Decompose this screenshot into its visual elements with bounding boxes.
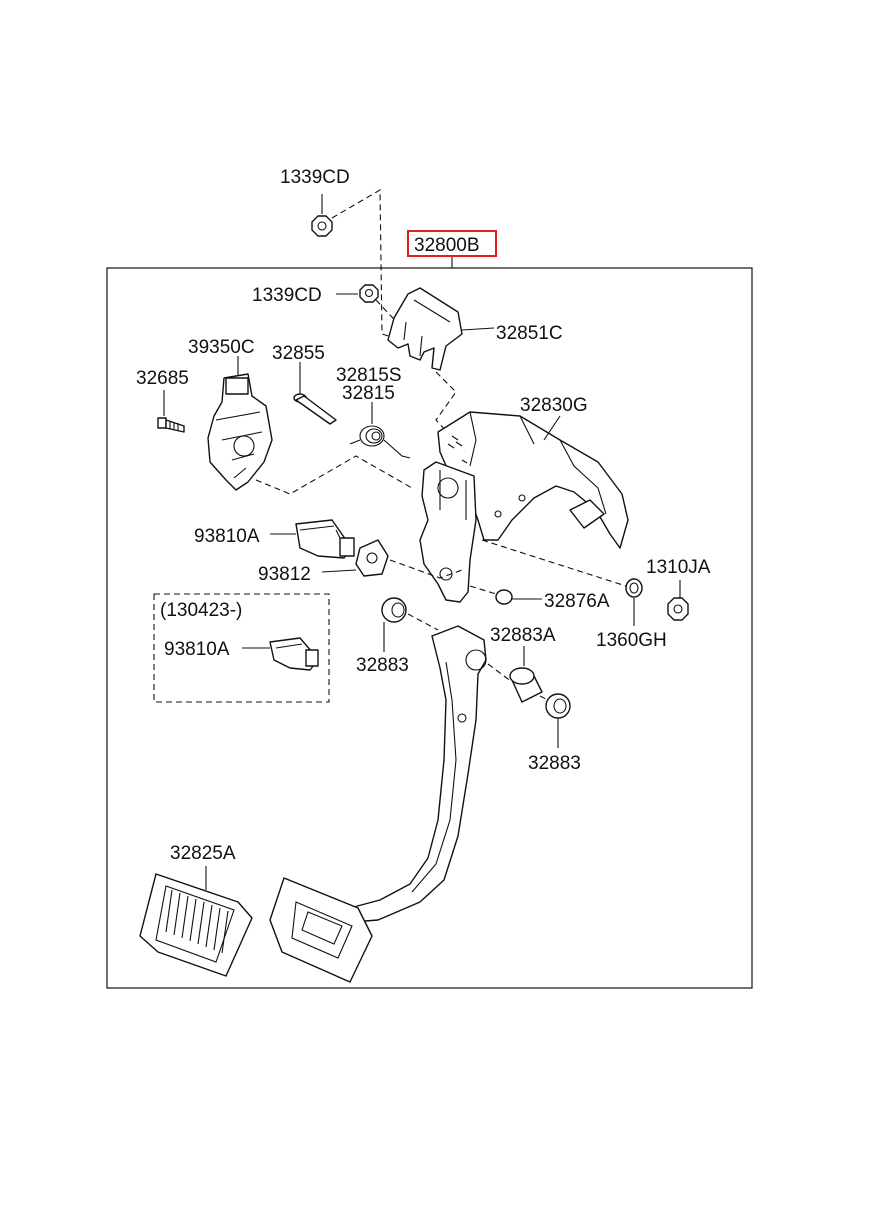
nut-1310ja[interactable] — [667, 597, 689, 621]
leader-32851c — [461, 327, 495, 331]
install-line-93812 — [389, 559, 463, 579]
label-32855[interactable]: 32855 — [272, 343, 325, 364]
spring-32815[interactable] — [349, 425, 411, 459]
install-line-32883a — [487, 663, 513, 683]
switch-93810a-alt[interactable] — [269, 637, 319, 671]
label-1360gh[interactable]: 1360GH — [596, 630, 667, 651]
label-32825a[interactable]: 32825A — [170, 843, 236, 864]
header-part-label[interactable]: 32800B — [414, 235, 480, 256]
install-line-sensor — [255, 455, 413, 495]
nut-1339cd-mid[interactable] — [359, 284, 379, 303]
switch-93810a[interactable] — [295, 519, 355, 559]
label-32876a[interactable]: 32876A — [544, 591, 610, 612]
stopper-32876a[interactable] — [495, 589, 513, 605]
label-32883a[interactable]: 32883A — [490, 625, 556, 646]
bolt-1339cd-top[interactable] — [311, 215, 333, 237]
label-32815s[interactable]: 32815S — [336, 365, 402, 386]
clip-93812[interactable] — [355, 539, 389, 577]
assembly-frame — [106, 267, 753, 989]
install-line-32876a — [469, 585, 497, 595]
pedal-arm-lower[interactable] — [349, 625, 487, 923]
pin-32855[interactable] — [293, 393, 337, 425]
leader-32830g — [543, 415, 561, 441]
install-line-32883-left — [407, 613, 439, 631]
label-93810a[interactable]: 93810A — [194, 526, 260, 547]
label-1339cd-mid[interactable]: 1339CD — [252, 285, 322, 306]
pedal-pad[interactable] — [269, 877, 373, 983]
install-line-32883-right — [539, 695, 549, 701]
label-32815[interactable]: 32815 — [342, 383, 395, 404]
pedal-arm-upper[interactable] — [419, 461, 477, 603]
screw-32685[interactable] — [157, 417, 185, 433]
label-1339cd-top[interactable]: 1339CD — [280, 167, 350, 188]
bushing-32883-left[interactable] — [381, 597, 407, 623]
variant-box — [153, 593, 330, 703]
bracket-32851c[interactable] — [387, 287, 463, 371]
label-1310ja[interactable]: 1310JA — [646, 557, 711, 578]
bushing-32883-right[interactable] — [545, 693, 571, 719]
label-93810a-alt[interactable]: 93810A — [164, 639, 230, 660]
pad-cover-32825a[interactable] — [139, 873, 253, 977]
label-39350c[interactable]: 39350C — [188, 337, 255, 358]
leader-93812 — [321, 569, 357, 573]
label-32883-right[interactable]: 32883 — [528, 753, 581, 774]
label-32883-left[interactable]: 32883 — [356, 655, 409, 676]
install-line-1360gh — [481, 539, 627, 587]
washer-1360gh[interactable] — [625, 578, 643, 598]
header-highlight-box — [407, 230, 497, 257]
bushing-32883a[interactable] — [509, 667, 543, 703]
sensor-39350c[interactable] — [207, 373, 273, 491]
variant-date-note: (130423-) — [160, 600, 242, 621]
install-line-32851c — [435, 371, 459, 445]
label-32851c[interactable]: 32851C — [496, 323, 563, 344]
label-32830g[interactable]: 32830G — [520, 395, 588, 416]
label-93812[interactable]: 93812 — [258, 564, 311, 585]
label-32685[interactable]: 32685 — [136, 368, 189, 389]
